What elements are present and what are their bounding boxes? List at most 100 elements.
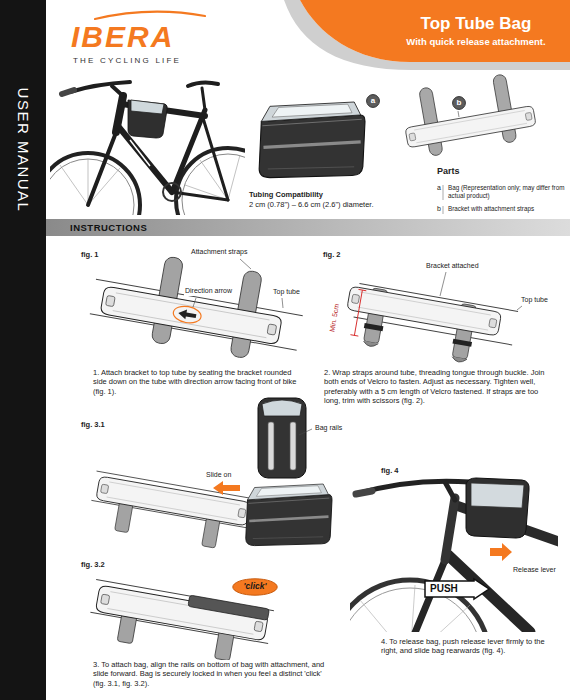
bracket-locked-illustration [188,595,270,620]
callout-label: Top tube [272,288,301,297]
text-holder: 'click' [244,582,267,592]
callout-label: Attachment straps [190,248,248,257]
bracket-attached-illustration [347,286,502,336]
banner-text: Top Tube Bag [388,14,564,34]
bike-illustration [188,82,218,86]
parts-separator [443,206,444,214]
bike-closeup-illustration [471,483,524,508]
bag-rails-illustration [258,398,306,478]
figure-label: fig. 1 [80,250,100,259]
parts-heading: Parts [436,166,461,177]
bracket-on-tube-illustration [87,245,309,367]
callout-label: Bracket attached [425,262,480,271]
callout-label: Slide on [205,471,232,480]
bike-illustration [70,82,130,92]
text-holder: INSTRUCTIONS [70,222,147,233]
figure-label: fig. 4 [380,466,400,475]
bike-illustration [228,155,240,200]
bike-closeup-illustration [356,491,372,494]
spec-text: 2 cm (0.78") – 6.6 cm (2.6") diameter. [248,200,375,209]
bracket-on-tube-illustration [172,304,202,325]
leader-lines [458,111,459,117]
callout-label: Release lever [512,566,557,575]
bracket-attached-illustration [363,341,378,348]
text-holder: PUSH [430,583,458,595]
banner-text: With quick release attachment. [388,37,564,48]
bracket-part-illustration [399,70,539,160]
side-title: USER MANUAL [14,88,31,213]
leader-lines [517,306,522,310]
bracket-slide-illustration [87,471,251,553]
bracket-attached-illustration [350,335,358,336]
push-text: PUSH [430,583,458,595]
figure-label: fig. 3.1 [80,420,106,429]
slide-arrow [213,481,240,495]
bracket-attached-illustration [341,282,518,370]
text-holder: a [371,96,375,105]
bracket-on-tube-illustration [100,286,282,345]
callout-letter: a [371,96,375,105]
bike-illustration [88,130,117,205]
bag-slide-illustration [246,484,332,546]
bag-rails-illustration [268,422,274,470]
bracket-attached-illustration [452,339,472,347]
logo-wordmark: IBERA [70,22,175,52]
bike-closeup-illustration [410,585,415,632]
bag-rails-illustration [262,400,302,416]
bike-illustration [130,140,150,166]
instruction-text: 4. To release bag, push release lever fi… [380,637,554,656]
figure-label: fig. 3.2 [80,560,106,569]
section-band: INSTRUCTIONS [46,219,570,236]
callout-letter: b [457,98,462,107]
callout-circle: a [366,94,380,108]
leader-lines [240,259,251,269]
instruction-text: 2. Wrap straps around tube, threading to… [323,368,550,406]
banner-shape [300,0,570,62]
bike-closeup-illustration [350,478,558,632]
bike-illustration [88,159,89,205]
parts-separator [443,185,444,214]
bike-closeup-illustration [356,481,470,494]
logo-tagline: THE CYCLING LIFE [72,56,182,66]
parts-separator [443,185,444,200]
callout-label: Top tube [520,296,549,305]
callout-label: Bag rails [314,424,343,433]
bike-illustration [131,100,164,114]
callout-circle: b [452,96,466,110]
leader-lines [440,272,446,296]
bag-rails-illustration [258,398,306,478]
text-holder: Top Tube BagWith quick release attachmen… [388,14,564,47]
bike-illustration [62,90,74,94]
part-letter: a [436,184,442,193]
bike-closeup-illustration [466,478,529,538]
bike-illustration [182,154,245,215]
bike-closeup-illustration [445,498,455,560]
part-description: Bag (Representation only; may differ fro… [447,184,567,200]
bag-part-illustration [259,102,365,178]
bracket-on-tube-illustration [177,308,196,321]
release-arrow [490,543,512,561]
bracket-attached-illustration [350,289,366,336]
bike-illustration [163,183,181,201]
bracket-attached-illustration [354,290,362,335]
bike-illustration [88,168,120,205]
bracket-attached-illustration [451,357,466,364]
dimension-label: Min. 5cm [328,302,342,333]
callout-circle-shape [367,95,380,108]
bike-illustration [203,118,228,200]
text-holder: USER MANUAL [14,88,31,213]
bracket-attached-illustration [364,323,384,331]
text-holder: b [457,98,462,107]
part-letter: b [436,205,442,214]
bike-illustration [128,100,167,138]
bike-illustration [116,96,123,132]
leader-lines [282,298,283,308]
instruction-text: 1. Attach bracket to top tube by seating… [92,368,304,396]
bike-illustration [202,88,205,110]
click-badge: 'click' [232,578,278,596]
bike-illustration [50,159,134,215]
instruction-text: 3. To attach bag, align the rails on bot… [92,660,334,688]
part-description: Bracket with attachment straps [447,205,567,213]
